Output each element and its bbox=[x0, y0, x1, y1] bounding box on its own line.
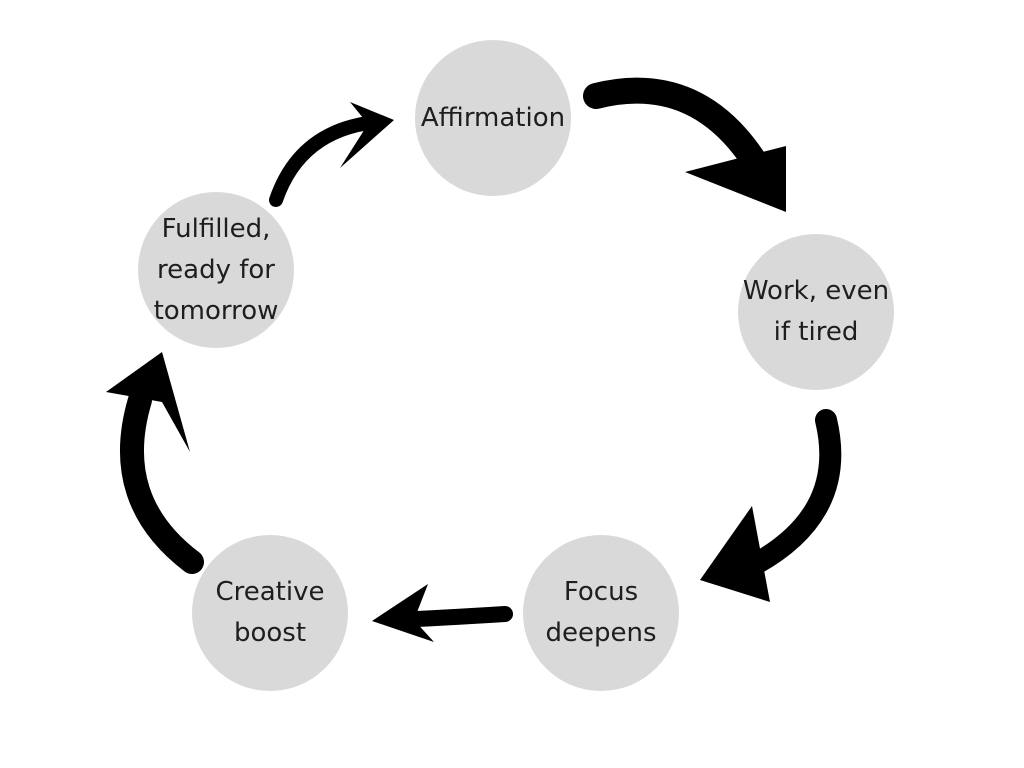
arrow-shaft bbox=[583, 77, 773, 183]
arrow-affirmation-to-work bbox=[583, 77, 786, 212]
arrow-shaft bbox=[120, 388, 204, 574]
arrow-creative-to-fulfilled bbox=[106, 352, 204, 574]
arrow-head bbox=[685, 146, 786, 212]
arrow-fulfilled-to-affirmation bbox=[269, 102, 394, 207]
arrow-head bbox=[106, 352, 190, 452]
arrow-head bbox=[700, 506, 770, 602]
arrow-shaft bbox=[729, 409, 842, 583]
arrow-work-to-focus bbox=[700, 409, 842, 602]
arrow-focus-to-creative bbox=[372, 584, 513, 642]
arrow-head bbox=[340, 102, 394, 168]
arrow-head bbox=[372, 584, 434, 642]
node-affirmation: Affirmation bbox=[415, 40, 571, 196]
node-label: Affirmation bbox=[420, 102, 566, 133]
arrow-shaft bbox=[269, 115, 383, 207]
